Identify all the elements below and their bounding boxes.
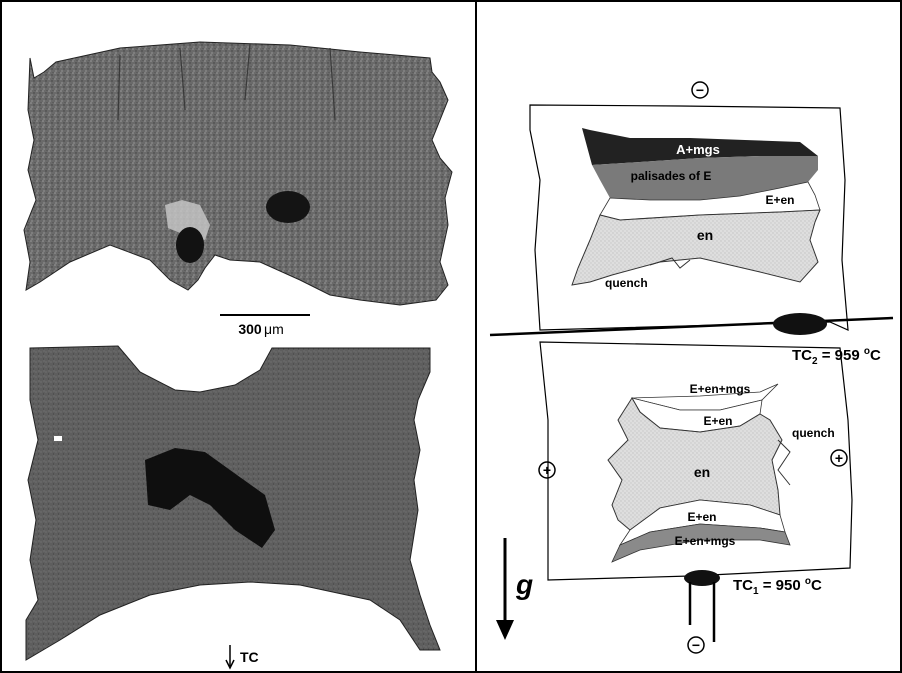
label-upper-e-en: E+en <box>765 193 794 207</box>
right-panel: − A+mgs palisades of E E+en en quench TC… <box>490 82 893 653</box>
gravity-label: g <box>515 569 533 600</box>
polarity-top: − <box>696 82 704 98</box>
polarity-left: + <box>543 462 551 478</box>
tc2-junction <box>773 313 827 335</box>
label-lower-e-en-bottom: E+en <box>687 510 716 524</box>
upper-en-zone <box>572 210 820 285</box>
label-lower-e-en-mgs-bottom: E+en+mgs <box>675 534 736 548</box>
tc-label: TC <box>240 649 259 665</box>
label-palisades: palisades of E <box>631 169 712 183</box>
dark-void-2 <box>266 191 310 223</box>
label-upper-en: en <box>697 227 713 243</box>
label-lower-e-en-mgs-top: E+en+mgs <box>690 382 751 396</box>
tc2-label: TC2 = 959 oC <box>792 346 881 367</box>
white-speck <box>54 436 62 441</box>
quench-hatch-lower <box>778 440 790 485</box>
gravity-arrow-head <box>496 620 514 640</box>
upper-micrograph <box>24 42 452 305</box>
label-lower-en: en <box>694 464 710 480</box>
scale-bar-label: 300 <box>238 321 262 337</box>
label-lower-quench: quench <box>792 426 835 440</box>
polarity-right: + <box>835 450 843 466</box>
label-lower-e-en-top: E+en <box>703 414 732 428</box>
label-upper-quench: quench <box>605 276 648 290</box>
left-panel: 300 μm TC <box>24 42 452 668</box>
tc1-label: TC1 = 950 oC <box>733 576 822 597</box>
tc2-wire <box>490 318 893 335</box>
label-a-mgs: A+mgs <box>676 142 720 157</box>
scale-bar-unit: μm <box>264 321 284 337</box>
dark-void-1 <box>176 227 204 263</box>
polarity-bottom: − <box>692 637 700 653</box>
